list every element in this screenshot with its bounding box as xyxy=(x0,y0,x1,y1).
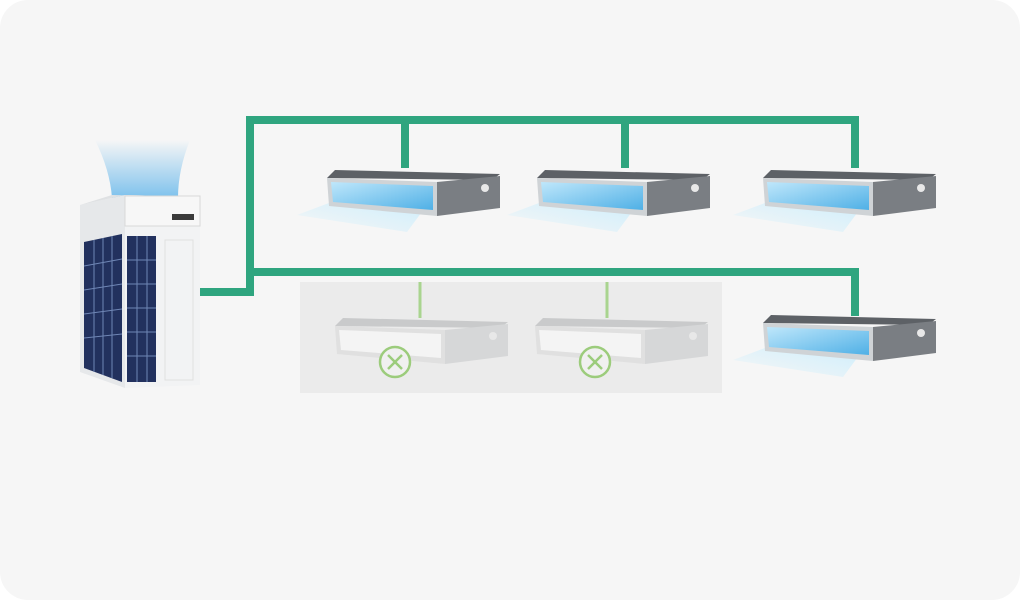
airflow-discharge xyxy=(95,140,190,198)
indoor-unit-3[interactable] xyxy=(733,170,936,232)
indoor-unit-2[interactable] xyxy=(507,170,710,232)
disabled-x-icon xyxy=(578,345,612,379)
air-outlet xyxy=(541,182,643,210)
pipe-connector-icon xyxy=(691,184,699,192)
air-outlet xyxy=(767,327,869,355)
refrigerant-piping xyxy=(198,116,859,316)
main-pipe xyxy=(198,116,859,296)
pipe-connector-icon xyxy=(917,184,925,192)
indoor-unit-6[interactable] xyxy=(733,315,936,377)
indoor-unit-1[interactable] xyxy=(297,170,500,232)
indoor-unit-4[interactable] xyxy=(335,318,508,379)
outdoor-unit[interactable] xyxy=(80,140,201,388)
pipe-connector-icon xyxy=(489,332,497,340)
indoor-unit-5[interactable] xyxy=(535,318,708,379)
brand-logo xyxy=(172,214,194,220)
air-outlet xyxy=(539,330,641,358)
pipe-connector-icon xyxy=(917,329,925,337)
coil-grille-front xyxy=(127,236,156,382)
air-outlet xyxy=(339,330,441,358)
lower-pipe xyxy=(250,268,859,316)
air-outlet xyxy=(331,182,433,210)
disabled-x-icon xyxy=(378,345,412,379)
pipe-connector-icon xyxy=(481,184,489,192)
pipe-connector-icon xyxy=(689,332,697,340)
inactive-branches xyxy=(418,282,609,318)
air-outlet xyxy=(767,182,869,210)
